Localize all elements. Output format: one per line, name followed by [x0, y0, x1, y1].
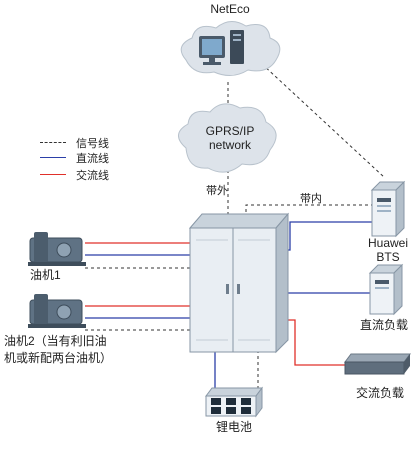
gprs-network-label: GPRS/IP network	[205, 124, 255, 152]
huawei-bts-label: Huawei BTS	[367, 236, 409, 264]
legend-ac-swatch	[40, 174, 66, 175]
signal-line-cabinet-bts	[245, 204, 372, 218]
ac-line-ac-load	[278, 319, 345, 366]
legend-dc-label: 直流线	[76, 153, 109, 165]
legend-signal-label: 信号线	[76, 138, 109, 150]
lithium-battery-label: 锂电池	[216, 420, 253, 434]
legend-signal-swatch	[40, 142, 66, 143]
ac-load-label: 交流负载	[356, 386, 405, 400]
generator-1-label: 油机1	[30, 268, 61, 282]
dc-load-label: 直流负载	[360, 318, 409, 332]
legend-ac-label: 交流线	[76, 170, 109, 182]
signal-line-neteco-bts	[261, 63, 386, 179]
in-band-label: 带内	[300, 193, 322, 205]
legend-dc-swatch	[40, 157, 66, 158]
out-of-band-label: 带外	[206, 185, 228, 197]
neteco-label: NetEco	[210, 2, 250, 16]
generator-2-label: 油机2（当有利旧油 机或新配两台油机）	[4, 334, 113, 365]
